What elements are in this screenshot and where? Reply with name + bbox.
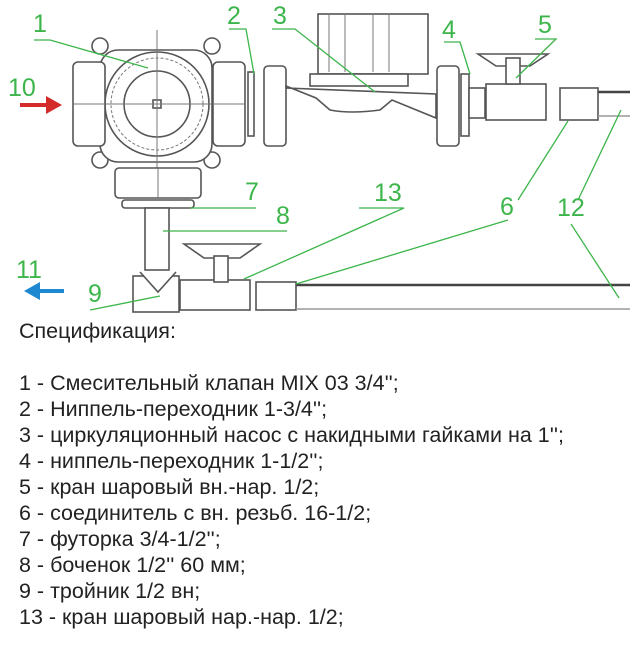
nipple-adapter-1 bbox=[247, 71, 255, 137]
spec-item: 5 - кран шаровый вн.-нар. 1/2; bbox=[19, 475, 320, 499]
callout-12: 12 bbox=[557, 194, 585, 222]
mixing-valve bbox=[72, 30, 246, 170]
arrow-left-icon bbox=[24, 282, 64, 300]
specification: Спецификация: 1 - Смесительный клапан MI… bbox=[19, 318, 629, 630]
callout-13: 13 bbox=[374, 179, 402, 207]
tee bbox=[132, 271, 180, 313]
barrel-nipple bbox=[144, 207, 170, 271]
spec-item: 1 - Смесительный клапан MIX 03 3/4''; bbox=[19, 371, 399, 395]
callout-3: 3 bbox=[273, 2, 287, 30]
spec-item: 7 - футорка 3/4-1/2''; bbox=[19, 527, 221, 551]
callout-9: 9 bbox=[88, 280, 102, 308]
pump-nut-left bbox=[263, 65, 287, 147]
spec-item: 6 - соединитель с вн. резьб. 16-1/2; bbox=[19, 501, 372, 525]
mixing-unit-diagram: 1 2 3 4 5 6 7 8 9 10 11 12 13 6 bbox=[8, 2, 630, 313]
callout-8: 8 bbox=[276, 202, 290, 230]
callout-10: 10 bbox=[8, 74, 36, 102]
bushing bbox=[121, 199, 195, 209]
spec-item: 13 - кран шаровый нар.-нар. 1/2; bbox=[19, 605, 344, 629]
callout-2: 2 bbox=[227, 2, 241, 30]
callout-5: 5 bbox=[538, 11, 552, 39]
valve-bottom-nut bbox=[114, 167, 202, 199]
pump-nut-right bbox=[436, 65, 460, 147]
spec-item: 3 - циркуляционный насос с накидными гай… bbox=[19, 423, 564, 447]
callout-6-upper: 6 bbox=[500, 193, 514, 221]
nipple-adapter-2 bbox=[460, 73, 470, 137]
spec-item: 2 - Ниппель-переходник 1-3/4''; bbox=[19, 397, 328, 421]
arrow-right-icon bbox=[20, 96, 62, 114]
ball-valve-upper bbox=[468, 53, 599, 121]
circulation-pump bbox=[285, 13, 437, 120]
callout-7: 7 bbox=[245, 178, 259, 206]
callout-4: 4 bbox=[442, 16, 456, 44]
specification-title: Спецификация: bbox=[19, 319, 176, 343]
callout-1: 1 bbox=[33, 10, 47, 38]
spec-item: 8 - боченок 1/2'' 60 мм; bbox=[19, 553, 246, 577]
connector-lower bbox=[255, 281, 297, 311]
callout-11: 11 bbox=[16, 256, 42, 284]
spec-item: 9 - тройник 1/2 вн; bbox=[19, 579, 201, 603]
spec-item: 4 - ниппель-переходник 1-1/2''; bbox=[19, 449, 324, 473]
leader-lines bbox=[34, 28, 622, 311]
ball-valve-lower bbox=[179, 243, 263, 311]
